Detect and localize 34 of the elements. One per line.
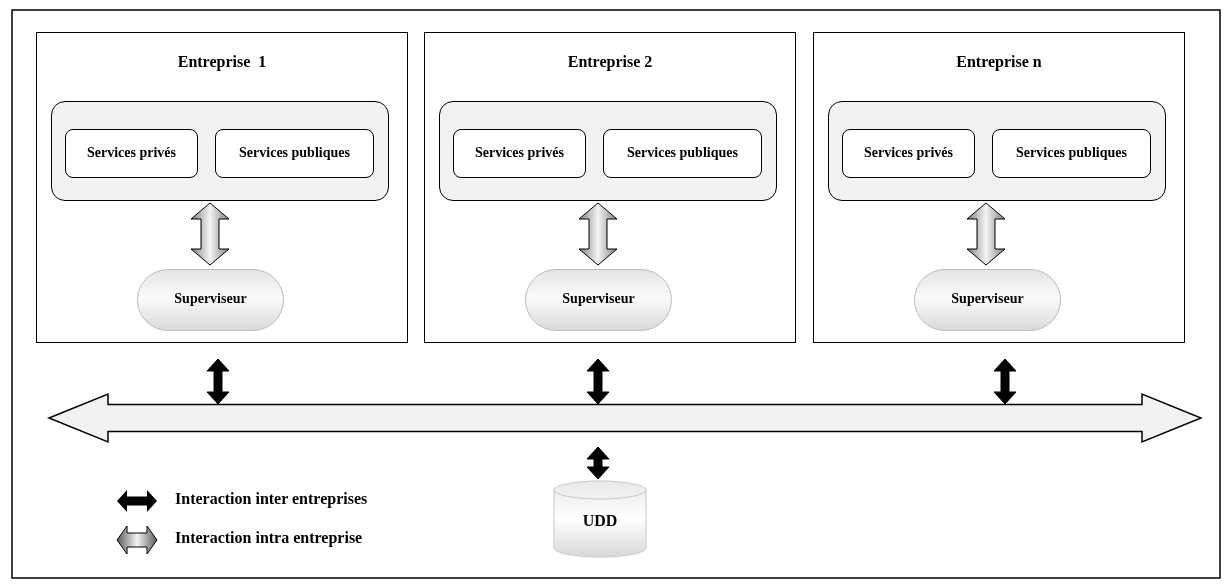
enterprise-title: Entreprise 1	[176, 53, 268, 71]
legend-label: Interaction inter entreprises	[175, 490, 368, 508]
services-panel	[51, 101, 389, 201]
database-label: UDD	[581, 512, 619, 530]
supervisor-label: Superviseur	[561, 291, 636, 307]
service-box	[992, 129, 1151, 178]
service-label: Services publiques	[1015, 145, 1128, 161]
supervisor-label: Superviseur	[950, 291, 1025, 307]
service-label: Services privés	[863, 145, 954, 161]
enterprise-box	[813, 32, 1185, 343]
service-label: Services publiques	[626, 145, 739, 161]
supervisor-label: Superviseur	[173, 291, 248, 307]
enterprise-box	[424, 32, 796, 343]
double-arrow	[190, 202, 230, 266]
service-box	[215, 129, 374, 178]
service-label: Services publiques	[238, 145, 351, 161]
double-arrow	[993, 358, 1017, 405]
services-panel	[439, 101, 777, 201]
enterprise-title: Entreprise n	[955, 53, 1043, 71]
double-arrow	[966, 202, 1006, 266]
double-arrow	[578, 202, 618, 266]
service-box	[603, 129, 762, 178]
service-label: Services privés	[86, 145, 177, 161]
services-panel	[828, 101, 1166, 201]
service-label: Services privés	[474, 145, 565, 161]
enterprise-title: Entreprise 2	[566, 53, 654, 71]
double-arrow	[586, 446, 610, 480]
legend-label: Interaction intra entreprise	[175, 529, 363, 547]
service-box	[453, 129, 586, 178]
service-box	[65, 129, 198, 178]
service-box	[842, 129, 975, 178]
enterprise-box	[36, 32, 408, 343]
double-arrow	[586, 358, 610, 405]
double-arrow	[206, 358, 230, 405]
